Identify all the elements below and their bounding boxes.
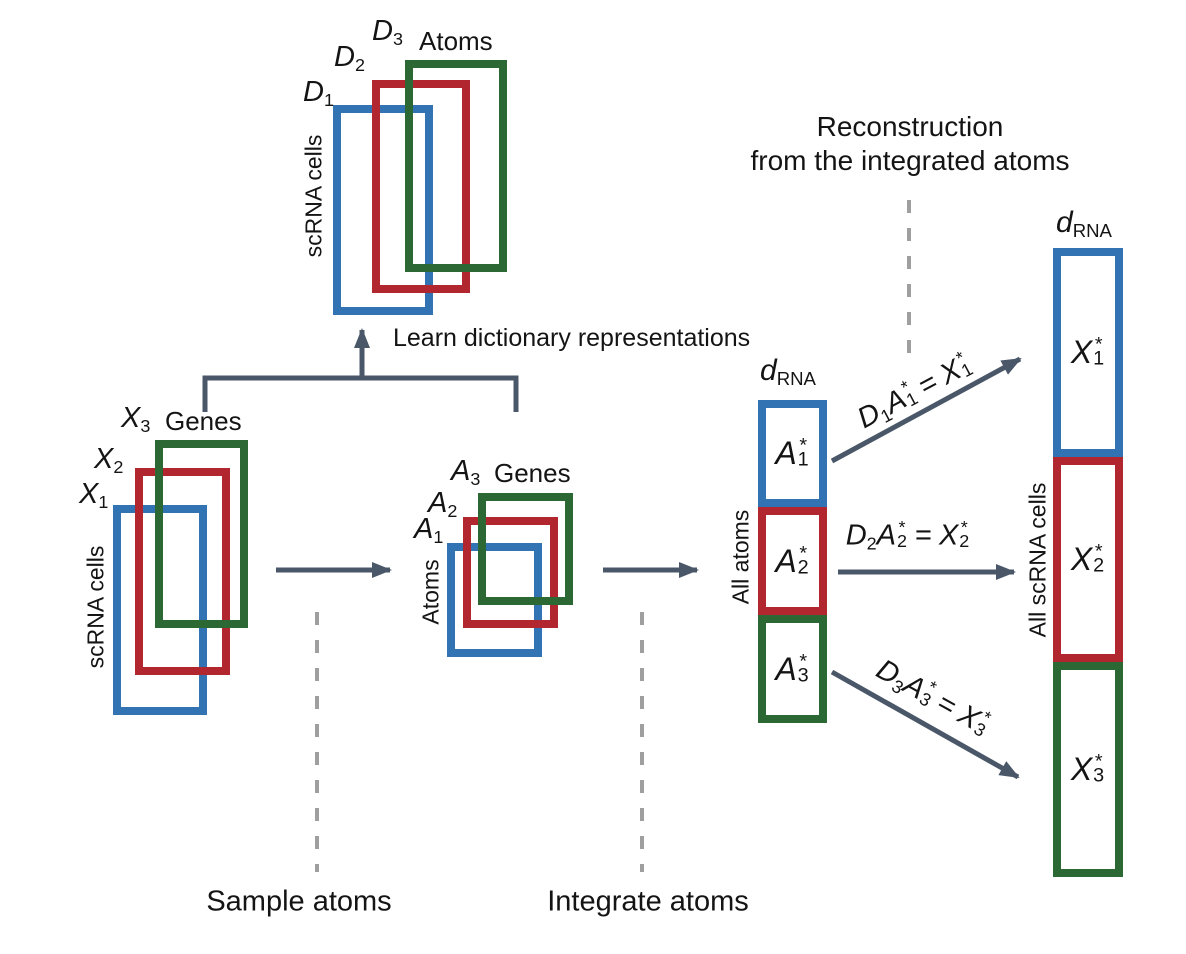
- cell-A1-label: A*1: [775, 434, 809, 471]
- matrix-X2-label: X2: [94, 443, 124, 478]
- recon-stack-cell-X2: X*2: [1053, 457, 1123, 662]
- cell-A2-label: A*2: [775, 542, 809, 579]
- recon-stack-cell-X3: X*3: [1053, 662, 1123, 877]
- atom-stack-cell-A1: A*1: [758, 400, 827, 507]
- data-scrna-axis-label: scRNA cells: [82, 545, 109, 669]
- sample-caption: Sample atoms: [206, 885, 392, 918]
- matrix-X2-outline: [135, 468, 230, 675]
- dictionary-scrna-axis-label: scRNA cells: [300, 134, 327, 258]
- reconstruction-caption-line1: Reconstruction: [816, 111, 1004, 142]
- matrix-D2-label: D2: [334, 41, 365, 76]
- matrix-A1-label: A1: [414, 513, 444, 548]
- atom-stack-cell-A2: A*2: [758, 507, 827, 615]
- matrix-D1-outline: [333, 105, 433, 315]
- matrix-D3-outline: [405, 60, 507, 272]
- reconstruction-caption-line2: from the integrated atoms: [750, 145, 1070, 176]
- cell-A3-label: A*3: [775, 650, 809, 687]
- matrix-X3-outline: [155, 440, 248, 628]
- matrix-X3-label: X3: [121, 402, 151, 437]
- data-genes-axis-label: Genes: [165, 406, 242, 436]
- reconstruction-caption: Reconstruction from the integrated atoms: [750, 110, 1069, 178]
- all-atoms-axis-label: All atoms: [727, 509, 754, 605]
- recon-stack-dim-label: dRNA: [1056, 206, 1112, 242]
- equation-2: D2A*2=X*2: [845, 517, 970, 554]
- matrix-A2-outline: [463, 517, 558, 628]
- cell-X3-label: X*3: [1070, 750, 1105, 787]
- matrix-A3-outline: [478, 493, 573, 605]
- cell-X1-label: X*1: [1070, 333, 1105, 370]
- recon-stack-cell-X1: X*1: [1053, 248, 1123, 457]
- matrix-A2-label: A2: [428, 487, 458, 522]
- gather-bracket: [202, 375, 519, 412]
- integrate-caption: Integrate atoms: [547, 885, 749, 918]
- atom-stack-dim-label: dRNA: [760, 354, 816, 390]
- reconstruct-arrow-1: [830, 356, 1022, 464]
- atoms-genes-axis-label: Genes: [494, 458, 571, 488]
- matrix-X1-label: X1: [79, 478, 109, 513]
- cell-X2-label: X*2: [1070, 540, 1105, 577]
- atoms-axis-label: Atoms: [417, 559, 444, 625]
- learn-caption: Learn dictionary representations: [393, 324, 751, 352]
- matrix-D3-label: D3: [372, 15, 403, 50]
- atom-stack-cell-A3: A*3: [758, 615, 827, 723]
- dictionary-atoms-axis-label: Atoms: [419, 26, 493, 56]
- reconstruct-arrow-3: [830, 669, 1020, 780]
- all-scrna-cells-axis-label: All scRNA cells: [1024, 482, 1051, 638]
- matrix-A3-label: A3: [451, 455, 481, 490]
- matrix-D2-outline: [372, 80, 470, 293]
- matrix-D1-label: D1: [303, 76, 334, 111]
